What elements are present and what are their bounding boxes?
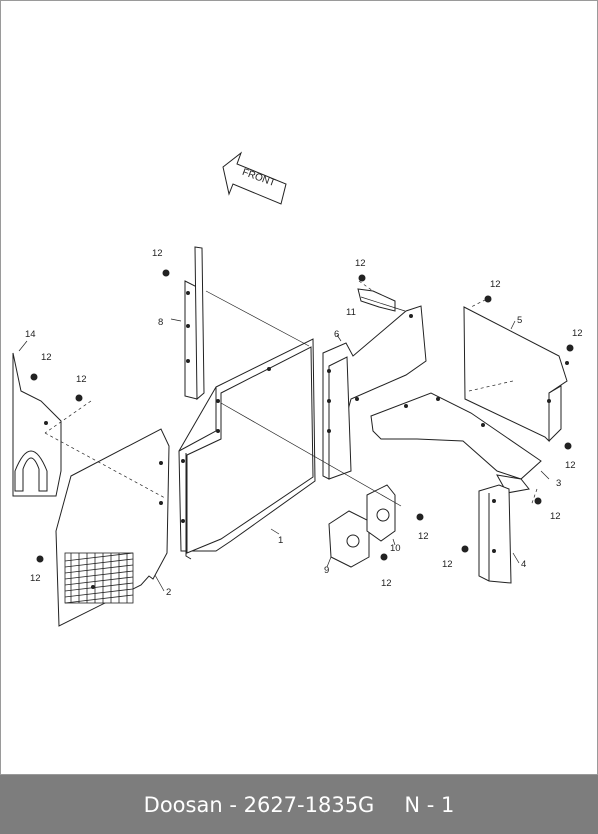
callout-12: 12 <box>550 511 561 522</box>
bolt-icon <box>564 442 572 450</box>
bolt-icon <box>30 373 38 381</box>
bolt-icon <box>162 269 170 277</box>
bolt-icon <box>484 295 492 303</box>
bolt-icon <box>461 545 469 553</box>
footer-part-number: 2627-1835G <box>243 792 375 817</box>
callout-12: 12 <box>490 279 501 290</box>
callout-3: 3 <box>556 478 561 489</box>
part-2-grille-panel <box>55 428 170 627</box>
bolt-icon <box>358 274 366 282</box>
callout-labels: 1 2 3 4 5 6 8 9 10 11 14 12 12 12 12 12 … <box>25 248 583 598</box>
callout-12: 12 <box>152 248 163 259</box>
bolt-icon <box>36 555 44 563</box>
footer-separator: - <box>222 792 244 817</box>
footer-page-code: N - 1 <box>404 792 455 817</box>
callout-12: 12 <box>565 460 576 471</box>
callout-2: 2 <box>166 587 171 598</box>
exploded-parts-diagram: FRONT <box>12 151 583 627</box>
callout-11: 11 <box>346 307 356 318</box>
part-6-panel <box>322 305 427 480</box>
callout-6: 6 <box>334 329 339 340</box>
callout-12: 12 <box>76 374 87 385</box>
callout-12: 12 <box>41 352 52 363</box>
callout-14: 14 <box>25 329 36 340</box>
callout-1: 1 <box>278 535 283 546</box>
bolt-markers <box>30 269 574 563</box>
part-11-bracket <box>357 288 396 312</box>
part-10-block <box>366 484 396 542</box>
front-direction-arrow: FRONT <box>222 151 287 205</box>
assembly-lines <box>18 280 550 592</box>
bolt-icon <box>534 497 542 505</box>
callout-9: 9 <box>324 565 329 576</box>
footer-brand: Doosan <box>143 792 223 817</box>
part-14-panel <box>12 352 62 497</box>
part-9-block <box>328 510 370 568</box>
callout-10: 10 <box>390 543 401 554</box>
part-3-plate <box>370 392 542 494</box>
part-8-bracket <box>184 246 205 401</box>
footer-bar: Doosan - 2627-1835G N - 1 <box>0 775 598 834</box>
callout-12: 12 <box>355 258 366 269</box>
callout-12: 12 <box>418 531 429 542</box>
bolt-icon <box>380 553 388 561</box>
callout-12: 12 <box>381 578 392 589</box>
callout-4: 4 <box>521 559 526 570</box>
callout-12: 12 <box>30 573 41 584</box>
callout-8: 8 <box>158 317 163 328</box>
bolt-icon <box>416 513 424 521</box>
bolt-icon <box>75 394 83 402</box>
diagram-frame: FRONT <box>0 0 598 775</box>
part-4-plate <box>478 484 512 584</box>
callout-5: 5 <box>517 315 522 326</box>
part-1-panel <box>178 338 316 560</box>
callout-12: 12 <box>572 328 583 339</box>
bolt-icon <box>566 344 574 352</box>
grille-holes <box>64 552 134 604</box>
part-5-panel <box>463 306 569 443</box>
callout-12: 12 <box>442 559 453 570</box>
